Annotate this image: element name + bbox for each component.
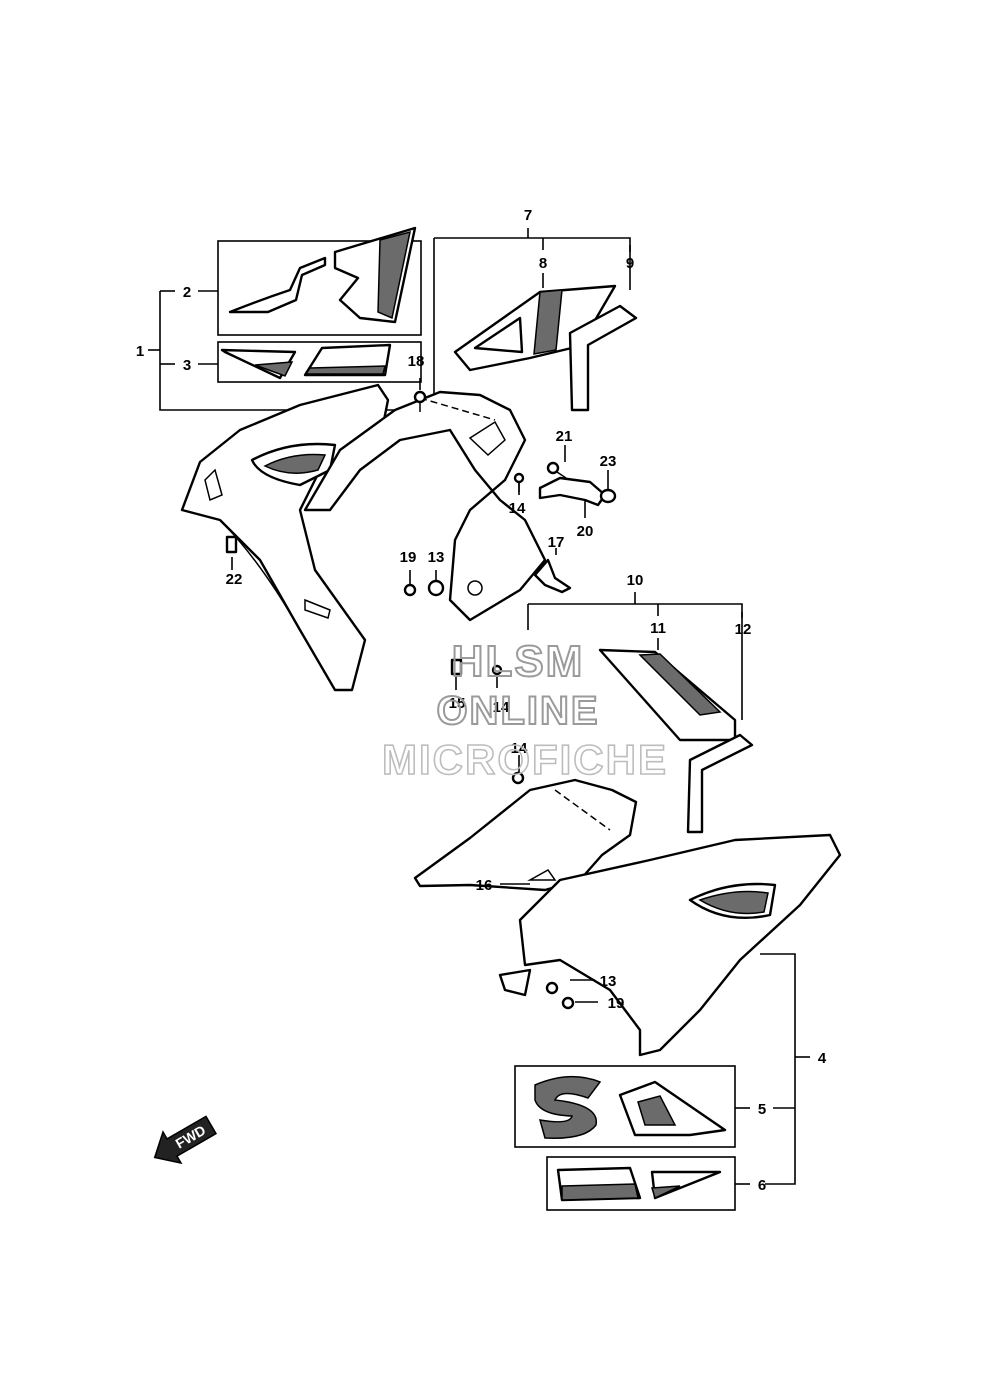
screw-18 <box>413 390 427 412</box>
decal-box-3 <box>217 341 422 383</box>
callout-labels: 1 2 3 4 5 6 7 8 9 10 11 12 13 13 14 14 1… <box>136 207 827 1194</box>
screw-19a <box>403 570 417 597</box>
clip-15 <box>450 658 463 690</box>
callout-7: 7 <box>524 207 532 224</box>
callout-14b: 14 <box>493 699 510 716</box>
decal-box-2 <box>217 226 422 336</box>
bracket-4 <box>735 953 810 1185</box>
callout-22: 22 <box>226 571 243 588</box>
inner-panel-lower <box>413 771 638 892</box>
callout-23: 23 <box>600 453 617 470</box>
screw-14b <box>491 664 503 688</box>
watermark-line2: ONLINE <box>436 689 599 733</box>
callout-8: 8 <box>539 255 547 272</box>
grommet-13a <box>427 570 445 597</box>
watermark-line1: HLSM <box>452 637 585 686</box>
inner-panel-upper <box>303 390 547 622</box>
callout-10: 10 <box>627 572 644 589</box>
callout-12: 12 <box>735 621 752 638</box>
callout-19b: 19 <box>608 995 625 1012</box>
callout-6: 6 <box>758 1177 766 1194</box>
callout-14c: 14 <box>511 740 528 757</box>
callout-16: 16 <box>476 877 493 894</box>
fwd-arrow <box>153 1115 218 1165</box>
clip-22 <box>225 535 238 570</box>
left-side-cowl <box>180 383 390 692</box>
callout-4: 4 <box>818 1050 827 1067</box>
watermark-line3: MICROFICHE <box>382 736 668 783</box>
callout-18: 18 <box>408 353 425 370</box>
callout-9: 9 <box>626 255 634 272</box>
decal-group-10 <box>527 592 754 834</box>
watermark: HLSM ONLINE MICROFICHE <box>381 636 668 784</box>
decal-group-7 <box>433 228 638 412</box>
callout-1: 1 <box>136 343 144 360</box>
callout-19a: 19 <box>400 549 417 566</box>
callout-5: 5 <box>758 1101 766 1118</box>
callout-2: 2 <box>183 284 191 301</box>
callout-15: 15 <box>449 695 466 712</box>
callout-17: 17 <box>548 534 565 551</box>
callout-21: 21 <box>556 428 573 445</box>
callout-14a: 14 <box>509 500 526 517</box>
callout-3: 3 <box>183 357 191 374</box>
callout-11: 11 <box>650 620 666 637</box>
decal-box-6 <box>546 1156 736 1211</box>
nut-23 <box>599 488 617 504</box>
callout-13b: 13 <box>600 973 617 990</box>
right-side-cowl <box>498 833 842 1057</box>
callout-leaders <box>419 378 609 885</box>
decal-box-5 <box>514 1065 736 1148</box>
callout-13a: 13 <box>428 549 445 566</box>
bracket-17 <box>533 548 572 594</box>
callout-20: 20 <box>577 523 594 540</box>
bracket-20 <box>538 461 607 518</box>
